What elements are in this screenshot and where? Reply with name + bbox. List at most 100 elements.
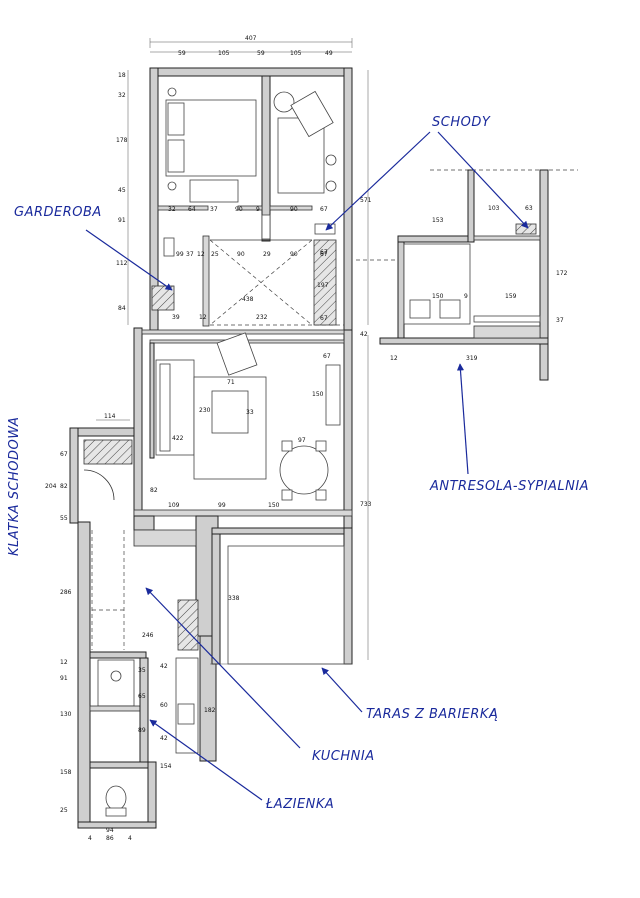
dim-living-33: 33: [246, 409, 254, 416]
dim-kitchen-65: 65: [138, 693, 146, 700]
dim-row1-d: 90: [235, 206, 243, 213]
label-lazienka: ŁAZIENKA: [265, 797, 334, 812]
dim-left-f: 112: [116, 260, 128, 267]
left-dimensions-upper: 18 32 178 45 91 112 84: [116, 70, 129, 325]
dim-top-total: 407: [245, 35, 257, 42]
label-kuchnia: KUCHNIA: [312, 749, 375, 764]
mezzanine-dims: 153 103 63 172 150 9 159 37 12 319: [390, 205, 568, 362]
stair-hall: 114 67 204 82 55 82: [45, 413, 158, 524]
dim-mid-d: 90: [237, 251, 245, 258]
dim-living-150: 150: [312, 391, 324, 398]
dim-mid-f: 90: [290, 251, 298, 258]
dim-mez-319: 319: [466, 355, 478, 362]
dim-bath-4b: 4: [128, 835, 132, 842]
dim-left-c: 178: [116, 137, 128, 144]
dim-mez-153: 153: [432, 217, 444, 224]
dim-stair-67: 67: [60, 451, 68, 458]
dim-row1-a: 32: [168, 206, 176, 213]
dim-stair-204: 204: [45, 483, 57, 490]
dim-top-c: 59: [257, 50, 265, 57]
dim-top-a: 59: [178, 50, 186, 57]
dim-kitchen-60: 60: [160, 702, 168, 709]
dim-bottom-150: 150: [268, 502, 280, 509]
mezzanine-block: [356, 169, 578, 381]
living-block: [133, 327, 353, 529]
dim-row1-g: 67: [320, 206, 328, 213]
dim-row1-b: 64: [188, 206, 196, 213]
dim-terrace-338: 338: [228, 595, 240, 602]
lower-left-dims: 286 12 91 130 158 25 246 35 42 65 60 89 …: [60, 589, 216, 842]
label-antresola: ANTRESOLA-SYPIALNIA: [429, 479, 589, 494]
upper-block-dims: 32 64 37 90 9 90 67 99 12 25 90 29 90 67…: [168, 206, 329, 322]
dim-mez-12: 12: [390, 355, 398, 362]
dim-stair-82: 82: [60, 483, 68, 490]
dim-mez-103: 103: [488, 205, 500, 212]
dim-left-g: 84: [118, 305, 126, 312]
dim-right-571: 571: [360, 197, 372, 204]
dim-mez-37: 37: [556, 317, 564, 324]
dim-row1-e: 9: [256, 206, 260, 213]
dim-kitchen-89: 89: [138, 727, 146, 734]
dim-top-d: 105: [290, 50, 302, 57]
terrace-block: 338: [210, 527, 353, 665]
dim-left-158: 158: [60, 769, 72, 776]
right-dimensions: 571 42 733: [360, 70, 372, 660]
dim-left-a: 18: [118, 72, 126, 79]
dim-hall-c: 12: [199, 314, 207, 321]
dim-hall-f: 67: [320, 315, 328, 322]
dim-mez-159: 159: [505, 293, 517, 300]
dim-hall-e: 197: [317, 282, 329, 289]
dim-mid-g: 67: [320, 251, 328, 258]
dim-left-b: 32: [118, 92, 126, 99]
dim-living-a: 67: [323, 353, 331, 360]
upper-block: [149, 67, 353, 331]
dim-living-71: 71: [227, 379, 235, 386]
dim-kitchen-182: 182: [204, 707, 216, 714]
dim-mid-a: 99: [176, 251, 184, 258]
dim-row1-f: 90: [290, 206, 298, 213]
dim-top-e: 49: [325, 50, 333, 57]
dim-left-130: 130: [60, 711, 72, 718]
lower-left-block: [77, 515, 219, 829]
dim-mez-150: 150: [432, 293, 444, 300]
dim-kitchen-42b: 42: [160, 735, 168, 742]
dim-bath-4: 4: [88, 835, 92, 842]
label-garderoba: GARDEROBA: [14, 205, 102, 220]
dim-hall-d: 67: [320, 249, 328, 256]
dim-row1-c: 37: [210, 206, 218, 213]
dim-mid-b: 12: [197, 251, 205, 258]
dim-hall-82: 82: [150, 487, 158, 494]
dim-hall-b: 232: [256, 314, 268, 321]
dim-left-286: 286: [60, 589, 72, 596]
top-dimensions: 407 59 105 59 105 49: [149, 35, 353, 57]
dim-top-b: 105: [218, 50, 230, 57]
dim-table-97: 97: [298, 437, 306, 444]
dim-left-12: 12: [60, 659, 68, 666]
dim-left-91: 91: [60, 675, 68, 682]
dim-mez-63: 63: [525, 205, 533, 212]
dim-bottom-109: 109: [168, 502, 180, 509]
dim-stair-55: 55: [60, 515, 68, 522]
dim-right-733: 733: [360, 501, 372, 508]
living-dims: 67 150 422 230 71 33 97 109 99 150: [168, 353, 331, 509]
dim-mid-c: 25: [211, 251, 219, 258]
dim-row2-37: 37: [186, 251, 194, 258]
dim-left-e: 91: [118, 217, 126, 224]
dim-left-25: 25: [60, 807, 68, 814]
dim-mez-9: 9: [464, 293, 468, 300]
dim-right-42: 42: [360, 331, 368, 338]
dim-kitchen-35: 35: [138, 667, 146, 674]
dim-bath-86: 86: [106, 835, 114, 842]
dim-left-d: 45: [118, 187, 126, 194]
dim-kitchen-154: 154: [160, 763, 172, 770]
dim-bottom-99: 99: [218, 502, 226, 509]
dim-kitchen-246: 246: [142, 632, 154, 639]
dim-garderoba-w: 39: [172, 314, 180, 321]
label-schody: SCHODY: [432, 115, 491, 130]
dim-mez-172: 172: [556, 270, 568, 277]
dim-living-230: 230: [199, 407, 211, 414]
label-taras: TARAS Z BARIERKĄ: [366, 707, 498, 722]
label-klatka: KLATKA SCHODOWA: [7, 417, 22, 556]
dim-bath-94: 94: [106, 827, 114, 834]
